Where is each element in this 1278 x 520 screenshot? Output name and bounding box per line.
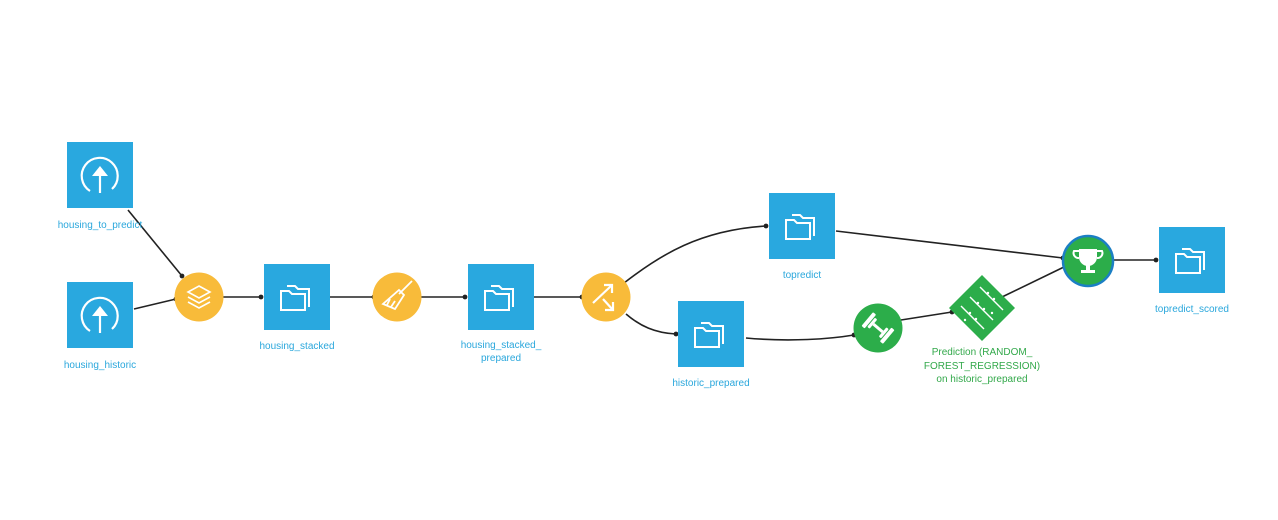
dataset-housing-stacked[interactable] xyxy=(264,264,330,330)
upload-icon xyxy=(80,296,119,333)
edge-to-predict-to-stack xyxy=(127,209,183,277)
broom-icon xyxy=(381,280,413,311)
edges xyxy=(127,209,1156,341)
recipe-train[interactable] xyxy=(853,303,903,353)
edge-historic-prepared-to-train xyxy=(745,334,855,341)
trophy-icon xyxy=(1072,249,1104,273)
label-prediction-model-line1[interactable]: Prediction (RANDOM_ xyxy=(931,347,1033,358)
dataset-topredict[interactable] xyxy=(769,193,835,259)
layers-icon xyxy=(186,285,212,309)
label-prediction-model-line3[interactable]: on historic_prepared xyxy=(936,374,1028,385)
dataset-housing-historic[interactable] xyxy=(67,282,133,348)
dataset-historic-prepared[interactable] xyxy=(678,301,744,367)
label-housing-historic[interactable]: housing_historic xyxy=(63,360,137,371)
recipe-score[interactable] xyxy=(1061,234,1115,288)
label-housing-stacked[interactable]: housing_stacked xyxy=(259,341,335,352)
saved-model-prediction[interactable] xyxy=(949,275,1015,341)
label-housing-stacked-prepared-line1[interactable]: housing_stacked_ xyxy=(460,340,542,351)
label-housing-to-predict[interactable]: housing_to_predict xyxy=(57,220,143,231)
dataset-housing-stacked-prepared[interactable] xyxy=(468,264,534,330)
label-historic-prepared[interactable]: historic_prepared xyxy=(672,378,750,389)
recipe-stack[interactable] xyxy=(174,272,224,322)
label-prediction-model-line2[interactable]: FOREST_REGRESSION) xyxy=(923,361,1041,372)
dataset-housing-to-predict[interactable] xyxy=(67,142,133,208)
edge-split-to-topredict xyxy=(623,225,767,284)
edge-topredict-to-score xyxy=(835,230,1064,259)
dataset-topredict-scored[interactable] xyxy=(1159,227,1225,293)
dumbbell-icon xyxy=(861,312,895,344)
edge-historic-to-stack xyxy=(133,298,177,310)
recipe-split[interactable] xyxy=(581,272,631,322)
label-topredict-scored[interactable]: topredict_scored xyxy=(1155,304,1229,315)
split-icon xyxy=(592,283,615,312)
edge-train-to-model xyxy=(900,311,953,321)
recipe-prepare[interactable] xyxy=(372,272,422,322)
model-icon xyxy=(960,286,1004,330)
label-housing-stacked-prepared-line2[interactable]: prepared xyxy=(480,353,522,364)
upload-icon xyxy=(80,156,119,193)
label-topredict[interactable]: topredict xyxy=(782,270,822,281)
edge-model-to-score xyxy=(1001,265,1067,298)
model-icon-dots xyxy=(963,291,996,322)
edge-split-to-historic-prepared xyxy=(625,313,677,335)
